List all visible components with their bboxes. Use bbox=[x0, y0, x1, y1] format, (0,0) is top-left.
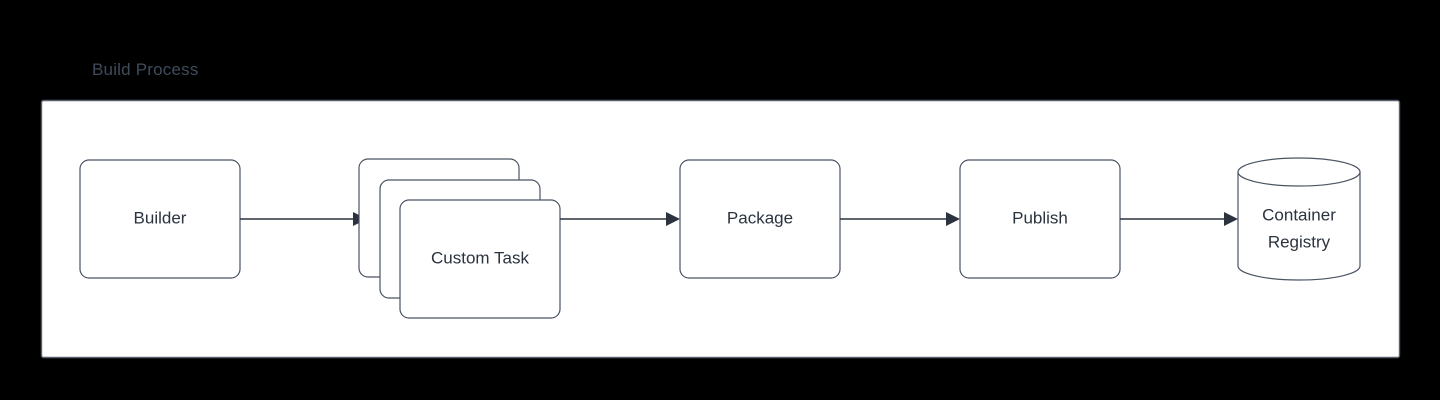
container-registry-label-line1: Container bbox=[1262, 205, 1336, 224]
node-package[interactable]: Package bbox=[679, 159, 841, 279]
edge-package-to-publish bbox=[840, 212, 960, 226]
arrow-head-icon bbox=[1224, 212, 1238, 226]
arrow-head-icon bbox=[946, 212, 960, 226]
custom-task-label: Custom Task bbox=[431, 248, 529, 267]
node-custom-task[interactable]: Custom Task Custom Task Custom Task bbox=[358, 158, 561, 319]
custom-task-front-card[interactable] bbox=[399, 199, 561, 319]
container-registry-cylinder-body[interactable] bbox=[1237, 171, 1361, 281]
arrow-head-icon bbox=[666, 212, 680, 226]
node-publish[interactable]: Publish bbox=[959, 159, 1121, 279]
edge-publish-to-container-registry bbox=[1120, 212, 1238, 226]
edge-custom-task-to-package bbox=[560, 212, 680, 226]
package-label: Package bbox=[727, 208, 793, 227]
publish-label: Publish bbox=[1012, 208, 1068, 227]
container-registry-cylinder-top bbox=[1237, 157, 1361, 187]
builder-label: Builder bbox=[134, 208, 187, 227]
node-container-registry[interactable]: Container Registry bbox=[1237, 157, 1361, 281]
node-builder[interactable]: Builder bbox=[79, 159, 241, 279]
container-registry-label-line2: Registry bbox=[1268, 232, 1331, 251]
group-title: Build Process bbox=[92, 60, 199, 79]
